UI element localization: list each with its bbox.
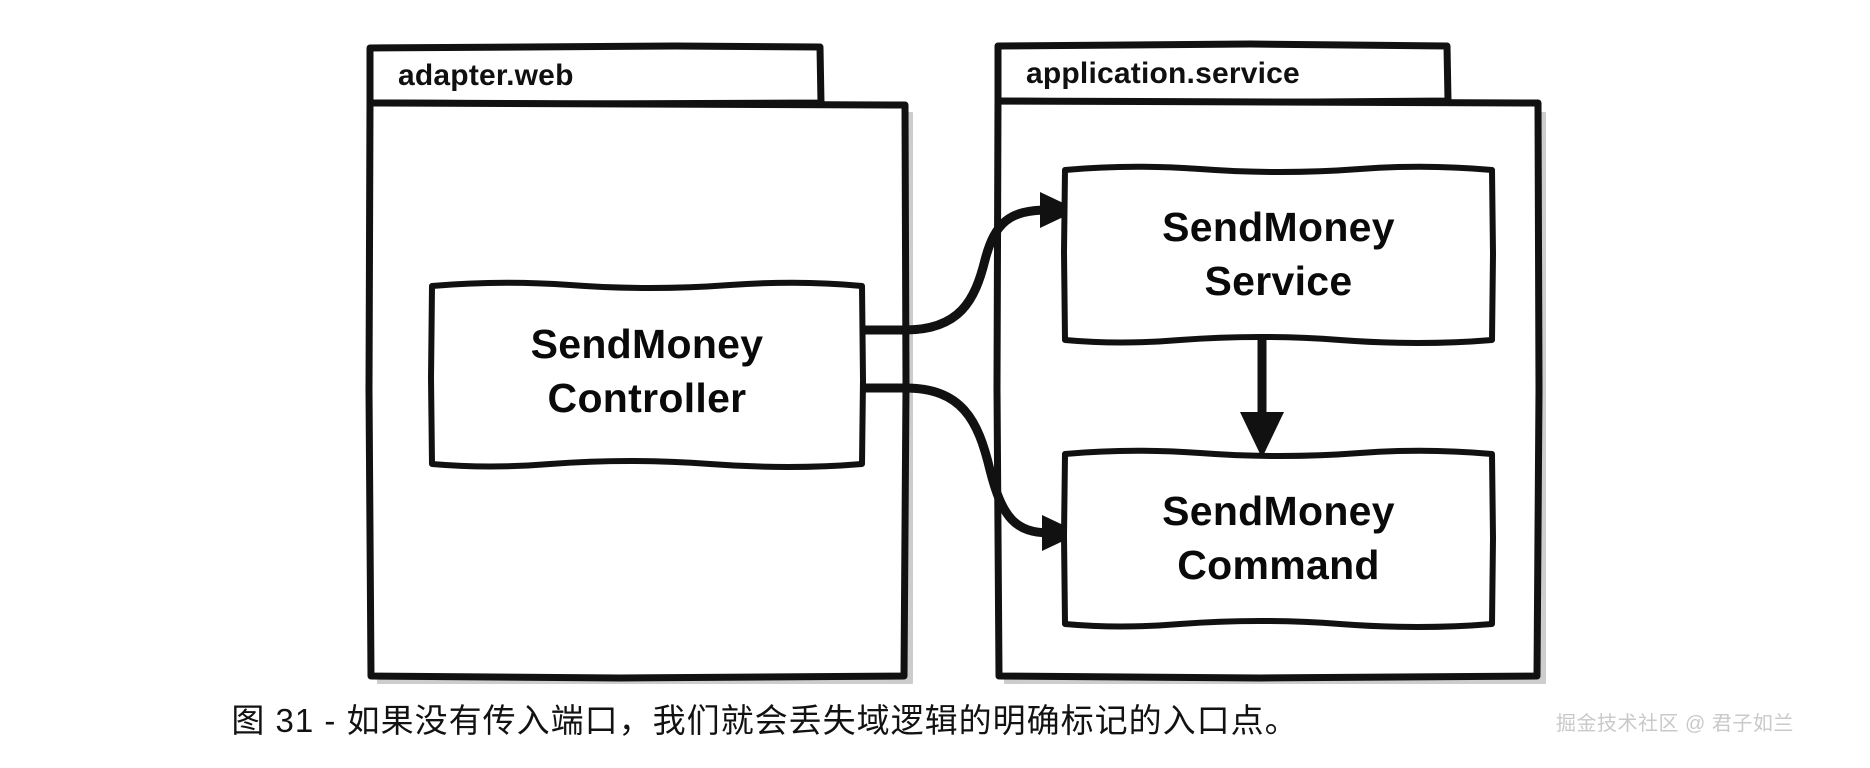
node-label-sendmoney-controller: SendMoney Controller <box>530 321 764 422</box>
figure-caption: 图 31 - 如果没有传入端口，我们就会丢失域逻辑的明确标记的入口点。 <box>231 702 1299 739</box>
node-label-sendmoney-command: SendMoney Command <box>1162 488 1395 589</box>
package-label-application-service: application.service <box>1026 57 1300 90</box>
package-adapter-web[interactable] <box>365 42 910 682</box>
arrowhead-icon <box>1240 412 1284 458</box>
arrowhead-icon <box>1042 515 1080 551</box>
arrowhead-icon <box>1040 192 1078 228</box>
package-label-adapter-web: adapter.web <box>398 59 574 92</box>
node-label-sendmoney-service: SendMoney Service <box>1162 204 1395 305</box>
node-sendmoney-command[interactable] <box>1061 447 1496 630</box>
edge-service-to-command <box>1240 336 1284 458</box>
edge-controller-to-service <box>850 192 1078 335</box>
watermark: 掘金技术社区 @ 君子如兰 <box>1556 713 1794 735</box>
edge-controller-to-command <box>850 383 1080 551</box>
node-sendmoney-controller[interactable] <box>428 279 866 470</box>
node-sendmoney-service[interactable] <box>1061 163 1496 346</box>
